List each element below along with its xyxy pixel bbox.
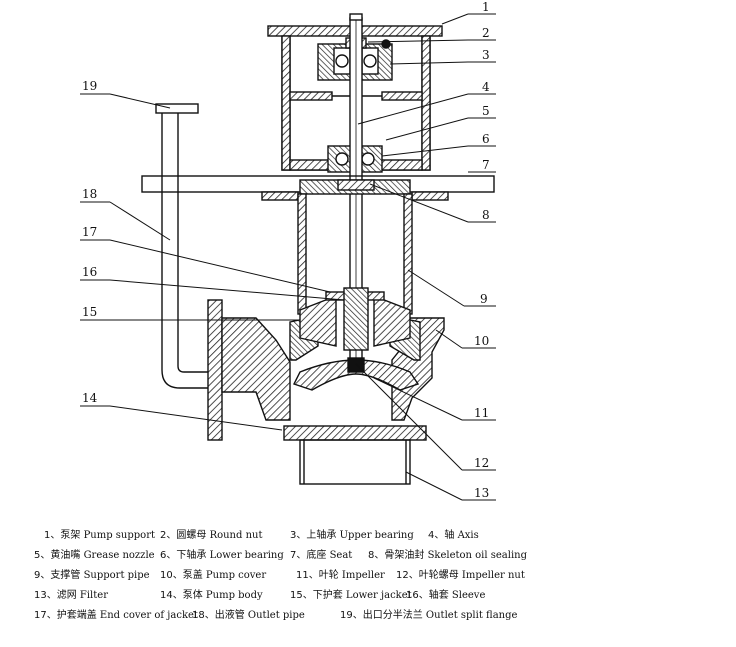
legend-item-14: 14、泵体 Pump body xyxy=(160,586,263,601)
lower-jacket xyxy=(299,294,411,347)
legend-item-3: 3、上轴承 Upper bearing xyxy=(290,526,414,541)
legend-en: Grease nozzle xyxy=(83,550,155,561)
callout-11: 11 xyxy=(474,406,489,420)
legend-en: End cover of jacket xyxy=(99,610,198,621)
legend-zh: 10、泵盖 xyxy=(160,570,203,581)
callout-13: 13 xyxy=(474,486,489,500)
callout-2: 2 xyxy=(482,26,490,40)
legend-item-15: 15、下护套 Lower jacket xyxy=(290,586,412,601)
pump-cross-section-diagram: 1 2 3 4 5 6 7 8 9 10 11 12 13 14 15 16 1… xyxy=(80,0,496,501)
legend-item-18: 18、出液管 Outlet pipe xyxy=(192,606,305,621)
filter xyxy=(299,439,411,485)
legend-item-6: 6、下轴承 Lower bearing xyxy=(160,546,284,561)
legend-item-16: 16、轴套 Sleeve xyxy=(406,586,485,601)
legend-zh: 6、下轴承 xyxy=(160,550,207,561)
leader-lines xyxy=(80,13,496,501)
outlet-split-flange xyxy=(155,103,199,114)
legend-en: Round nut xyxy=(209,530,263,541)
skeleton-oil-seal xyxy=(337,179,375,191)
legend-zh: 12、叶轮螺母 xyxy=(396,570,459,581)
legend-zh: 13、滤网 xyxy=(34,590,77,601)
legend-en: Lower bearing xyxy=(209,550,284,561)
callout-10: 10 xyxy=(474,334,489,348)
legend-item-2: 2、圆螺母 Round nut xyxy=(160,526,262,541)
callout-numbers: 1 2 3 4 5 6 7 8 9 10 11 12 13 14 15 16 1… xyxy=(82,0,490,500)
shaft-sleeve xyxy=(343,287,369,351)
callout-1: 1 xyxy=(482,0,490,14)
callout-18: 18 xyxy=(82,187,97,201)
legend-item-5: 5、黄油嘴 Grease nozzle xyxy=(34,546,155,561)
callout-6: 6 xyxy=(482,132,490,146)
legend-zh: 4、轴 xyxy=(428,530,455,541)
legend-en: Seat xyxy=(329,550,353,561)
legend-zh: 7、底座 xyxy=(290,550,327,561)
legend-en: Impeller xyxy=(341,570,385,581)
callout-8: 8 xyxy=(482,208,490,222)
legend-item-10: 10、泵盖 Pump cover xyxy=(160,566,266,581)
legend-en: Pump cover xyxy=(205,570,267,581)
seat-base-plate xyxy=(141,175,495,201)
legend-en: Pump body xyxy=(205,590,263,601)
legend-en: Pump support xyxy=(83,530,155,541)
legend-en: Axis xyxy=(457,530,479,541)
callout-5: 5 xyxy=(482,104,490,118)
legend-item-17: 17、护套端盖 End cover of jacket xyxy=(34,606,198,621)
legend-item-9: 9、支撑管 Support pipe xyxy=(34,566,150,581)
callout-19: 19 xyxy=(82,79,97,93)
legend-item-11: 11、叶轮 Impeller xyxy=(296,566,385,581)
legend-en: Support pipe xyxy=(83,570,150,581)
legend-item-4: 4、轴 Axis xyxy=(428,526,479,541)
legend-item-7: 7、底座 Seat xyxy=(290,546,352,561)
pump-body xyxy=(207,299,445,441)
legend-zh: 16、轴套 xyxy=(406,590,449,601)
callout-15: 15 xyxy=(82,305,97,319)
callout-16: 16 xyxy=(82,265,97,279)
legend-zh: 1、泵架 xyxy=(44,530,81,541)
legend-zh: 17、护套端盖 xyxy=(34,610,97,621)
legend-en: Impeller nut xyxy=(461,570,525,581)
callout-14: 14 xyxy=(82,391,98,405)
legend-item-12: 12、叶轮螺母 Impeller nut xyxy=(396,566,525,581)
legend-en: Outlet split flange xyxy=(425,610,518,621)
legend-zh: 18、出液管 xyxy=(192,610,245,621)
legend-zh: 11、叶轮 xyxy=(296,570,339,581)
legend-item-1: 1、泵架 Pump support xyxy=(44,526,155,541)
legend-zh: 3、上轴承 xyxy=(290,530,337,541)
legend-zh: 19、出口分半法兰 xyxy=(340,610,423,621)
callout-3: 3 xyxy=(482,48,490,62)
outlet-pipe xyxy=(161,112,212,389)
legend-en: Sleeve xyxy=(451,590,486,601)
legend-en: Skeleton oil sealing xyxy=(427,550,528,561)
legend-zh: 9、支撑管 xyxy=(34,570,81,581)
legend-item-8: 8、骨架油封 Skeleton oil sealing xyxy=(368,546,527,561)
callout-12: 12 xyxy=(474,456,489,470)
legend-zh: 14、泵体 xyxy=(160,590,203,601)
legend-zh: 5、黄油嘴 xyxy=(34,550,81,561)
callout-9: 9 xyxy=(480,292,488,306)
callout-17: 17 xyxy=(82,225,97,239)
callout-4: 4 xyxy=(482,80,490,94)
legend-en: Filter xyxy=(79,590,108,601)
legend-zh: 15、下护套 xyxy=(290,590,343,601)
legend-en: Lower jacket xyxy=(345,590,412,601)
legend-item-13: 13、滤网 Filter xyxy=(34,586,108,601)
legend-zh: 8、骨架油封 xyxy=(368,550,425,561)
legend-en: Outlet pipe xyxy=(247,610,305,621)
legend-en: Upper bearing xyxy=(339,530,414,541)
legend-zh: 2、圆螺母 xyxy=(160,530,207,541)
legend-item-19: 19、出口分半法兰 Outlet split flange xyxy=(340,606,517,621)
callout-7: 7 xyxy=(482,158,490,172)
